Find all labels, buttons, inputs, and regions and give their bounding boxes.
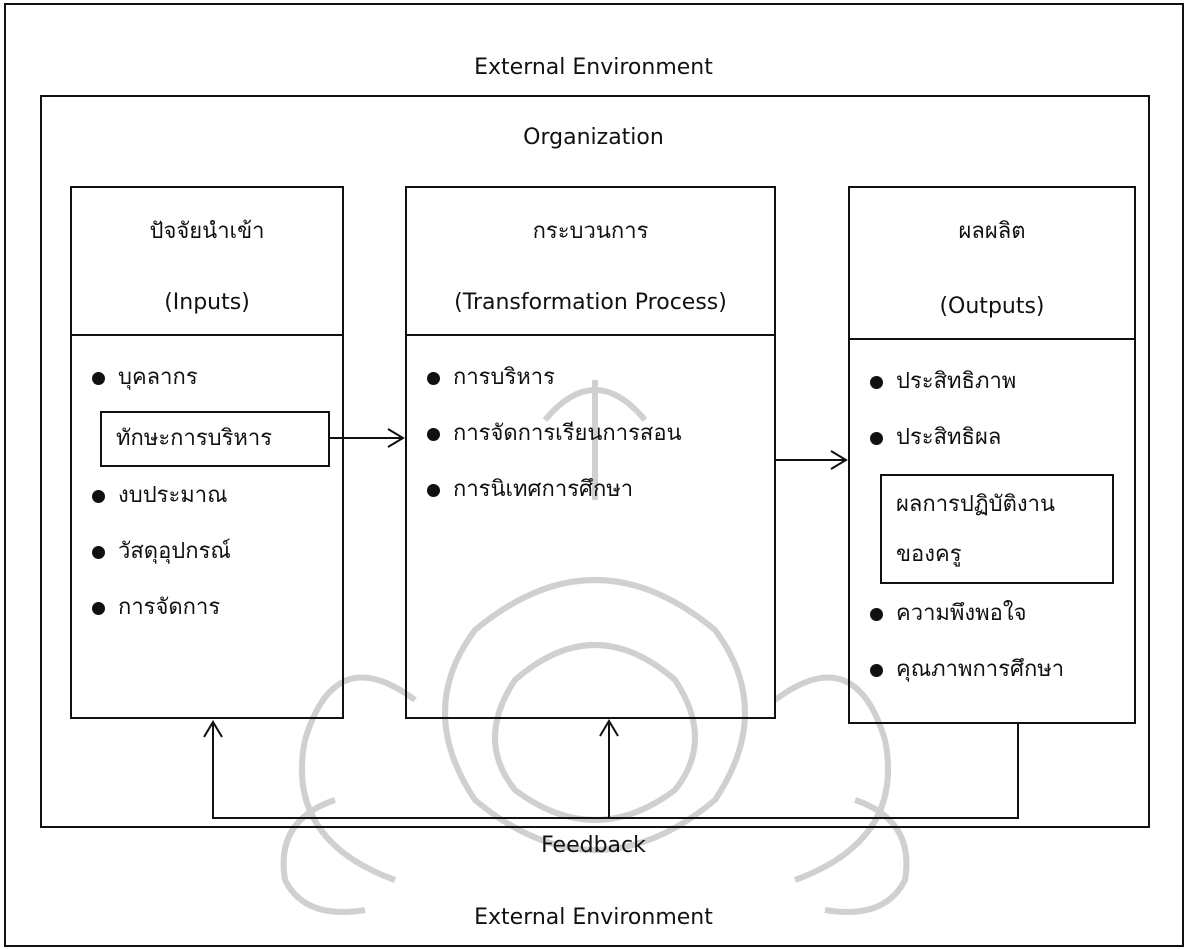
list-item: ประสิทธิผล [850, 410, 1134, 466]
list-item: การจัดการ [72, 580, 342, 636]
arrow-head-process-to-outputs [830, 450, 848, 470]
outputs-highlight-box: ผลการปฏิบัติงาน ของครู [880, 474, 1114, 584]
list-item: การบริหาร [407, 350, 774, 406]
organization-label: Organization [523, 125, 664, 150]
watermark-emblem [280, 380, 910, 915]
process-title-en: (Transformation Process) [454, 290, 727, 315]
outputs-highlight-line2: ของครู [896, 542, 962, 567]
inputs-box: ปัจจัยนำเข้า (Inputs) บุคลากร ทักษะการบร… [70, 186, 344, 719]
process-box: กระบวนการ (Transformation Process) การบร… [405, 186, 776, 719]
inputs-list: บุคลากร [72, 350, 342, 406]
list-item: การจัดการเรียนการสอน [407, 406, 774, 462]
outputs-box: ผลผลิต (Outputs) ประสิทธิภาพ ประสิทธิผล … [848, 186, 1136, 724]
process-title-th: กระบวนการ [532, 219, 649, 244]
outputs-highlight-line1: ผลการปฏิบัติงาน [896, 492, 1055, 517]
list-item: บุคลากร [72, 350, 342, 406]
list-item: ความพึงพอใจ [850, 586, 1134, 642]
outputs-header-divider [850, 338, 1134, 340]
outputs-title-en: (Outputs) [939, 294, 1045, 319]
list-item: งบประมาณ [72, 468, 342, 524]
list-item: วัสดุอุปกรณ์ [72, 524, 342, 580]
external-environment-bottom-label: External Environment [474, 905, 713, 930]
process-list: การบริหาร การจัดการเรียนการสอน การนิเทศก… [407, 350, 774, 518]
list-item: ประสิทธิภาพ [850, 354, 1134, 410]
outputs-list-continued: ความพึงพอใจ คุณภาพการศึกษา [850, 586, 1134, 698]
arrow-head-inputs-to-process [387, 428, 405, 448]
arrow-head-feedback-inputs [203, 720, 223, 738]
inputs-header-divider [72, 334, 342, 336]
list-item: คุณภาพการศึกษา [850, 642, 1134, 698]
external-environment-top-label: External Environment [474, 55, 713, 80]
external-environment-frame [4, 3, 1184, 947]
inputs-list-continued: งบประมาณ วัสดุอุปกรณ์ การจัดการ [72, 468, 342, 636]
organization-frame [40, 95, 1150, 828]
feedback-label: Feedback [541, 833, 646, 858]
process-header-divider [407, 334, 774, 336]
inputs-title-th: ปัจจัยนำเข้า [149, 219, 265, 244]
list-item: การนิเทศการศึกษา [407, 462, 774, 518]
arrow-head-feedback-process [599, 719, 619, 737]
outputs-title-th: ผลผลิต [958, 219, 1026, 244]
inputs-title-en: (Inputs) [164, 290, 250, 315]
feedback-line [212, 722, 1019, 819]
outputs-list: ประสิทธิภาพ ประสิทธิผล [850, 354, 1134, 466]
